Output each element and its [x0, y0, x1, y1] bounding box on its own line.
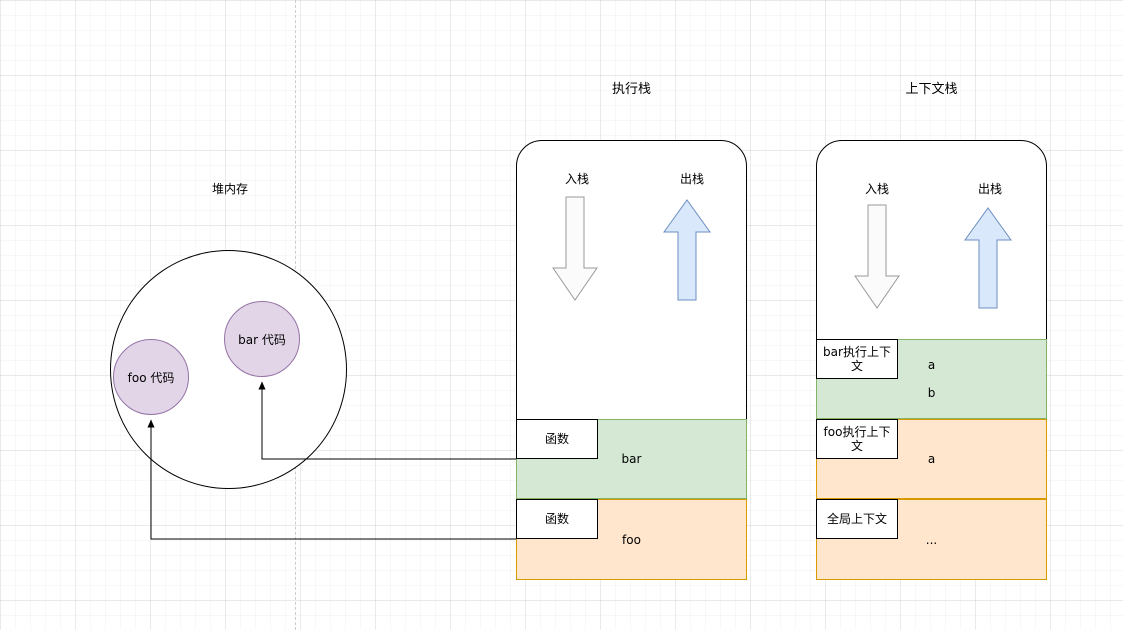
context-value: b: [927, 386, 936, 400]
context-stack-row-global-value: ...: [925, 532, 938, 547]
context-stack-row-bar-box: bar执行上下文: [816, 339, 898, 379]
context-stack-row-foo-box: foo执行上下文: [816, 419, 898, 459]
execution-stack-row-bar-value: bar: [621, 452, 642, 466]
execution-stack-row-foo-box: 函数: [516, 499, 598, 539]
execution-stack-row-bar-box: 函数: [516, 419, 598, 459]
heap-title: 堆内存: [211, 182, 248, 196]
context-stack-row-global: [816, 499, 1047, 580]
context-stack-title: 上下文栈: [905, 82, 958, 97]
bar-code-circle: bar 代码: [224, 301, 300, 377]
execution-stack-row-foo-value: foo: [622, 532, 641, 547]
context-stack-row-bar-values: a b: [816, 339, 1047, 419]
execution-stack-push-label: 入栈: [564, 172, 589, 186]
context-stack-pop-label: 出栈: [977, 182, 1002, 196]
context-stack-row-foo-value: a: [927, 452, 936, 466]
execution-stack-pop-label: 出栈: [679, 172, 704, 186]
context-stack-push-label: 入栈: [864, 182, 889, 196]
foo-code-circle: foo 代码: [113, 339, 189, 415]
context-value: a: [927, 358, 936, 372]
execution-stack-title: 执行栈: [611, 82, 651, 97]
context-stack-row-global-box: 全局上下文: [816, 499, 898, 539]
